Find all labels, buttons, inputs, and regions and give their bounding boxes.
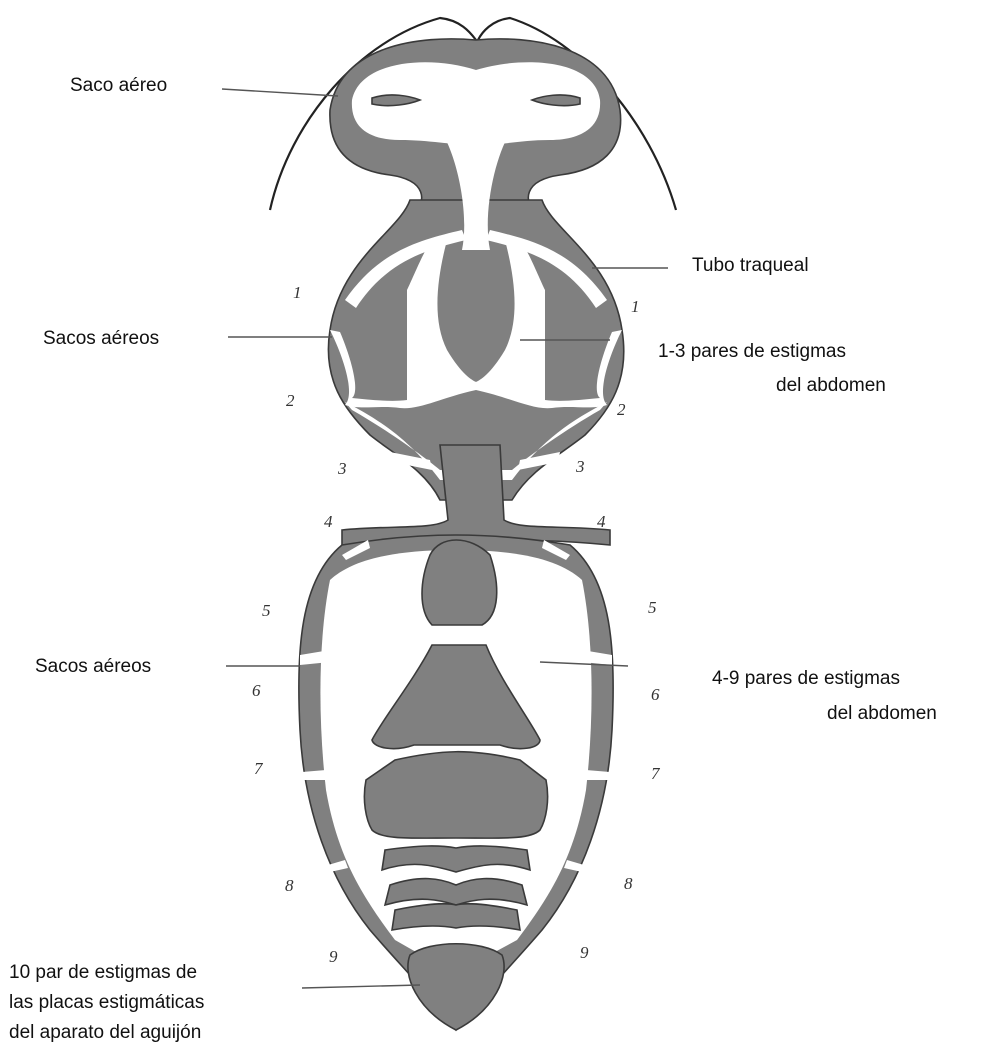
abdomen <box>299 535 613 1030</box>
tergite-3 <box>364 752 547 838</box>
stigma-number-left-3: 3 <box>337 459 347 478</box>
label-pares-1-3-line2: del abdomen <box>776 375 886 396</box>
leader-par-10 <box>302 985 420 988</box>
stigma-number-right-9: 9 <box>580 943 589 962</box>
stigma-number-right-7: 7 <box>651 764 661 783</box>
stigma-number-right-3: 3 <box>575 457 585 476</box>
stigma-number-left-1: 1 <box>293 283 302 302</box>
sting-plate <box>408 944 504 1030</box>
leader-saco-aereo <box>222 89 338 96</box>
stigma-number-right-8: 8 <box>624 874 633 893</box>
label-pares-1-3-line1: 1-3 pares de estigmas <box>658 341 846 362</box>
stigma-number-right-6: 6 <box>651 685 660 704</box>
label-pares-4-9-line1: 4-9 pares de estigmas <box>712 668 900 689</box>
stigma-number-left-5: 5 <box>262 601 271 620</box>
tergite-6 <box>392 904 520 930</box>
stigma-number-right-2: 2 <box>617 400 626 419</box>
stigma-number-left-6: 6 <box>252 681 261 700</box>
tergite-1 <box>422 540 497 625</box>
stigma-number-left-9: 9 <box>329 947 338 966</box>
label-sacos-aereos-upper: Sacos aéreos <box>43 328 159 349</box>
label-pares-4-9-line2: del abdomen <box>827 703 937 724</box>
stigma-number-right-1: 1 <box>631 297 640 316</box>
stigma-number-left-4: 4 <box>324 512 333 531</box>
label-par-10-line1: 10 par de estigmas de <box>9 962 197 983</box>
petiole <box>342 445 610 545</box>
label-par-10-line3: del aparato del aguijón <box>9 1022 201 1043</box>
stigma-number-right-4: 4 <box>597 512 606 531</box>
stigma-number-right-5: 5 <box>648 598 657 617</box>
stigma-number-left-8: 8 <box>285 876 294 895</box>
label-saco-aereo: Saco aéreo <box>70 75 167 96</box>
label-par-10-line2: las placas estigmáticas <box>9 992 204 1013</box>
label-tubo-traqueal: Tubo traqueal <box>692 255 809 276</box>
stigma-number-left-7: 7 <box>254 759 264 778</box>
stigma-number-left-2: 2 <box>286 391 295 410</box>
label-sacos-aereos-lower: Sacos aéreos <box>35 656 151 677</box>
